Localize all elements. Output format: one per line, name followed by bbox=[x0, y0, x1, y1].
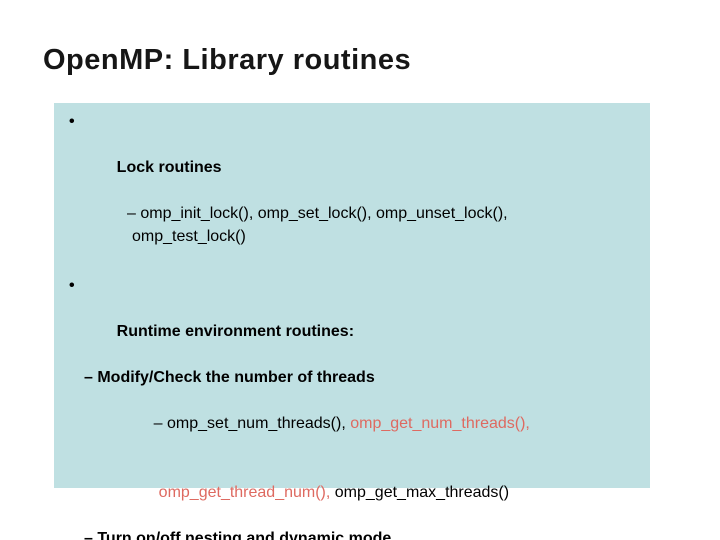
modify-fn-red-1: omp_get_num_threads(), bbox=[350, 415, 530, 432]
lock-heading-text: Lock routines bbox=[116, 159, 222, 176]
modify-functions-line-2: omp_get_thread_num(), omp_get_max_thread… bbox=[54, 458, 650, 527]
modify-fn-black-1: – omp_set_num_threads(), bbox=[153, 415, 351, 432]
modify-fn-red-2: omp_get_thread_num(), bbox=[158, 484, 331, 501]
slide-title: OpenMP: Library routines bbox=[43, 44, 412, 76]
lock-functions-line-1: – omp_init_lock(), omp_set_lock(), omp_u… bbox=[127, 205, 508, 222]
modify-fn-black-2: omp_get_max_threads() bbox=[330, 484, 510, 501]
runtime-heading-text: Runtime environment routines: bbox=[116, 323, 355, 340]
bullet-icon: • bbox=[69, 277, 75, 294]
content-box: • Lock routines – omp_init_lock(), omp_s… bbox=[54, 103, 650, 540]
modify-functions-line-1: – omp_set_num_threads(), omp_get_num_thr… bbox=[54, 389, 650, 458]
lock-section-heading: • Lock routines bbox=[54, 110, 650, 202]
modify-check-subheading: – Modify/Check the number of threads bbox=[84, 369, 375, 386]
bullet-icon: • bbox=[69, 113, 75, 130]
nesting-subheading: – Turn on/off nesting and dynamic mode bbox=[84, 530, 392, 540]
lock-functions-line-2: omp_test_lock() bbox=[132, 228, 246, 245]
runtime-section-heading: • Runtime environment routines: bbox=[54, 274, 650, 366]
